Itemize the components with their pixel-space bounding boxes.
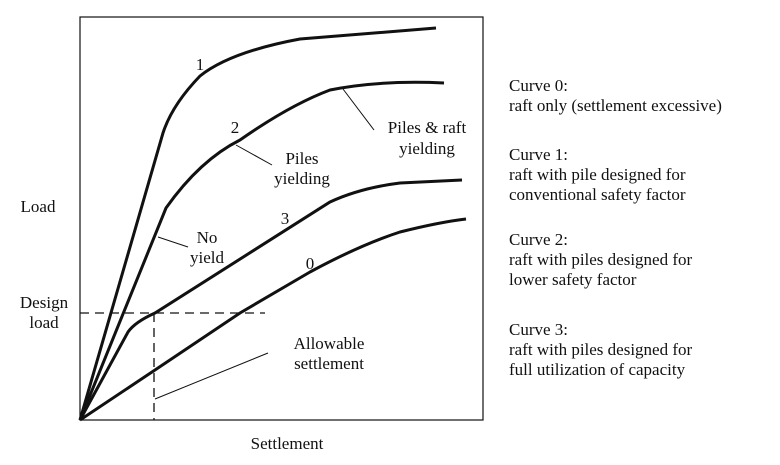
piles-raft-label: Piles & raft (388, 118, 467, 137)
piles-raft-label: yielding (399, 139, 455, 158)
legend-curve-2: Curve 2: raft with piles designed for lo… (509, 230, 692, 290)
piles-raft-leader (342, 88, 375, 131)
curve-label-0: 0 (306, 254, 315, 273)
legend-curve-0: Curve 0: raft only (settlement excessive… (509, 76, 722, 116)
curve-label-3: 3 (281, 209, 290, 228)
legend-title: Curve 3: (509, 320, 569, 339)
legend-text: raft with piles designed for (509, 340, 693, 359)
x-axis-label: Settlement (251, 434, 324, 453)
legend-text: full utilization of capacity (509, 360, 686, 379)
curve-label-2: 2 (231, 118, 240, 137)
no-yield-label: No (197, 228, 218, 247)
no-yield-leader (157, 236, 189, 248)
legend-text: lower safety factor (509, 270, 637, 289)
no-yield-label: yield (190, 248, 224, 267)
curve-label-1: 1 (196, 55, 205, 74)
plot-frame (79, 16, 484, 421)
allowable-settlement-label: settlement (294, 354, 364, 373)
curve-0 (79, 217, 467, 422)
legend-text: raft with piles designed for (509, 250, 693, 269)
y-axis-label: Load (21, 197, 56, 216)
piles-yielding-label: Piles (285, 149, 318, 168)
curve-1 (78, 26, 437, 421)
legend-text: conventional safety factor (509, 185, 686, 204)
design-load-label: Design (20, 293, 69, 312)
design-load-label: load (29, 313, 59, 332)
legend-curve-1: Curve 1: raft with pile designed for con… (509, 145, 686, 205)
allowable-leader (154, 352, 269, 400)
piles-yielding-leader (235, 144, 273, 166)
allowable-settlement-label: Allowable (294, 334, 365, 353)
legend-text: raft only (settlement excessive) (509, 96, 722, 115)
legend-title: Curve 2: (509, 230, 569, 249)
legend-curve-3: Curve 3: raft with piles designed for fu… (509, 320, 692, 380)
legend-title: Curve 0: (509, 76, 569, 95)
curve-3 (78, 178, 463, 421)
curve-2 (78, 80, 445, 421)
legend-text: raft with pile designed for (509, 165, 686, 184)
legend-title: Curve 1: (509, 145, 569, 164)
piles-yielding-label: yielding (274, 169, 330, 188)
